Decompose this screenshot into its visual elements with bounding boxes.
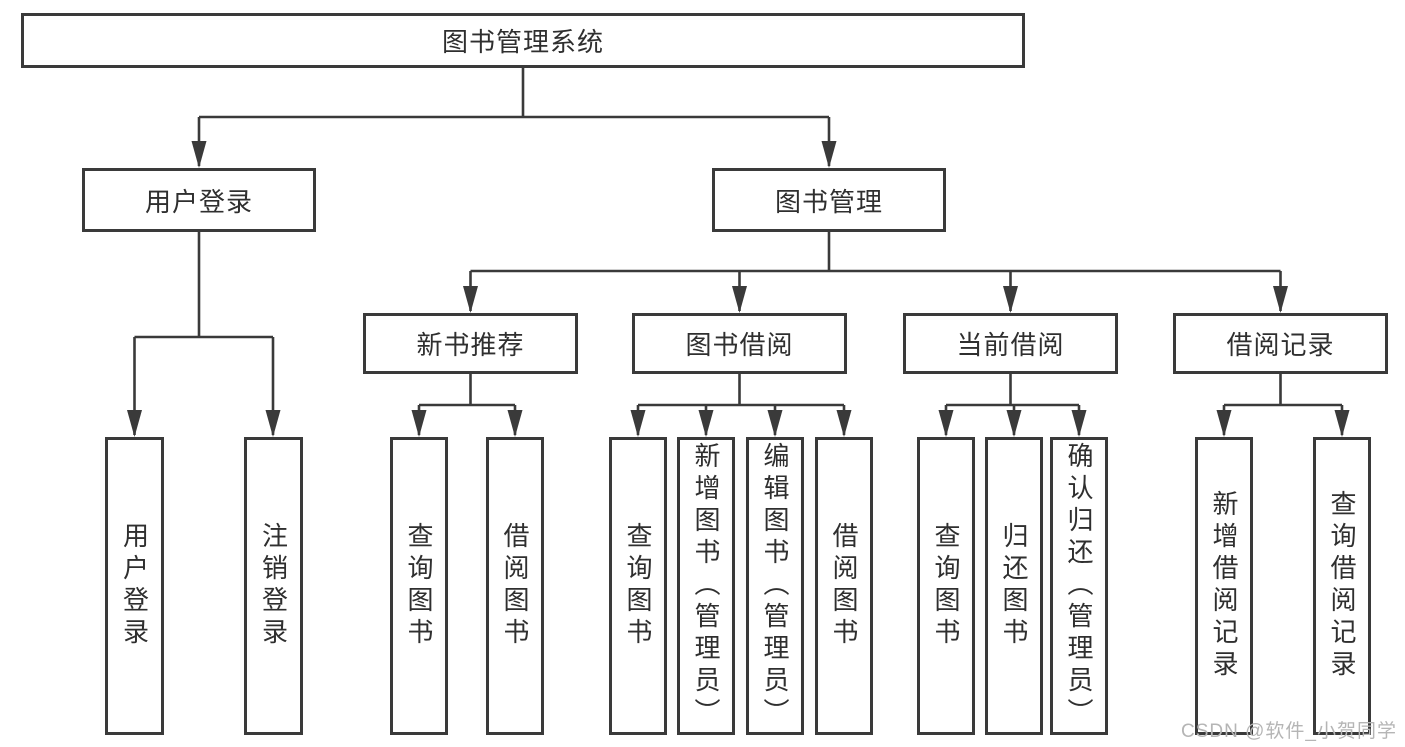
- node-library-system: 图书管理系统: [21, 13, 1025, 68]
- node-label: 编辑图书（管理员）: [760, 442, 790, 730]
- node-label: 借阅图书: [500, 522, 530, 650]
- arrowhead-icon: [767, 410, 783, 437]
- node-label: 用户登录: [144, 186, 253, 217]
- node-label: 新书推荐: [416, 330, 525, 360]
- node-label: 确认归还（管理员）: [1064, 442, 1094, 730]
- node-current-borrowing: 当前借阅: [903, 313, 1118, 374]
- node-label: 注销登录: [258, 522, 289, 650]
- leaf-return-books: 归还图书: [985, 437, 1043, 735]
- node-label: 用户登录: [119, 522, 150, 650]
- node-label: 当前借阅: [956, 330, 1065, 360]
- arrowhead-icon: [191, 141, 207, 168]
- node-label: 查询图书: [623, 522, 653, 650]
- node-label: 借阅图书: [829, 522, 859, 650]
- arrowhead-icon: [1006, 410, 1022, 437]
- arrowhead-icon: [1334, 410, 1350, 437]
- leaf-query-books: 查询图书: [917, 437, 975, 735]
- arrowhead-icon: [732, 286, 747, 313]
- leaf-add-borrow-record: 新增借阅记录: [1195, 437, 1253, 735]
- node-label: 归还图书: [999, 522, 1029, 650]
- arrowhead-icon: [1071, 410, 1087, 437]
- arrowhead-icon: [938, 410, 954, 437]
- arrowhead-icon: [836, 410, 852, 437]
- arrowhead-icon: [265, 410, 281, 437]
- leaf-edit-books-admin: 编辑图书（管理员）: [746, 437, 804, 735]
- leaf-query-books: 查询图书: [609, 437, 667, 735]
- leaf-query-borrow-record: 查询借阅记录: [1313, 437, 1371, 735]
- node-label: 新增借阅记录: [1209, 490, 1239, 682]
- node-book-borrowing: 图书借阅: [632, 313, 847, 374]
- arrowhead-icon: [1273, 286, 1288, 313]
- node-new-book-recommend: 新书推荐: [363, 313, 578, 374]
- node-user-login: 用户登录: [82, 168, 316, 232]
- arrowhead-icon: [821, 141, 837, 168]
- node-label: 查询图书: [931, 522, 961, 650]
- node-book-management: 图书管理: [712, 168, 946, 232]
- node-label: 图书借阅: [685, 330, 794, 360]
- csdn-watermark: CSDN @软件_小贺同学: [1181, 721, 1397, 742]
- leaf-logout: 注销登录: [244, 437, 303, 735]
- node-label: 新增图书（管理员）: [691, 442, 721, 730]
- arrowhead-icon: [463, 286, 478, 313]
- leaf-add-books-admin: 新增图书（管理员）: [677, 437, 735, 735]
- arrowhead-icon: [630, 410, 646, 437]
- leaf-confirm-return-admin: 确认归还（管理员）: [1050, 437, 1108, 735]
- node-label: 查询借阅记录: [1327, 490, 1357, 682]
- node-borrowing-records: 借阅记录: [1173, 313, 1388, 374]
- arrowhead-icon: [698, 410, 714, 437]
- arrowhead-icon: [507, 410, 523, 437]
- leaf-borrow-books: 借阅图书: [486, 437, 544, 735]
- arrowhead-icon: [411, 410, 427, 437]
- node-label: 查询图书: [404, 522, 434, 650]
- leaf-user-login: 用户登录: [105, 437, 164, 735]
- node-label: 借阅记录: [1226, 330, 1335, 360]
- node-label: 图书管理: [774, 186, 883, 217]
- arrowhead-icon: [1216, 410, 1232, 437]
- arrowhead-icon: [127, 410, 142, 437]
- node-label: 图书管理系统: [441, 27, 604, 57]
- arrowhead-icon: [1003, 286, 1018, 313]
- leaf-borrow-books: 借阅图书: [815, 437, 873, 735]
- leaf-query-books: 查询图书: [390, 437, 448, 735]
